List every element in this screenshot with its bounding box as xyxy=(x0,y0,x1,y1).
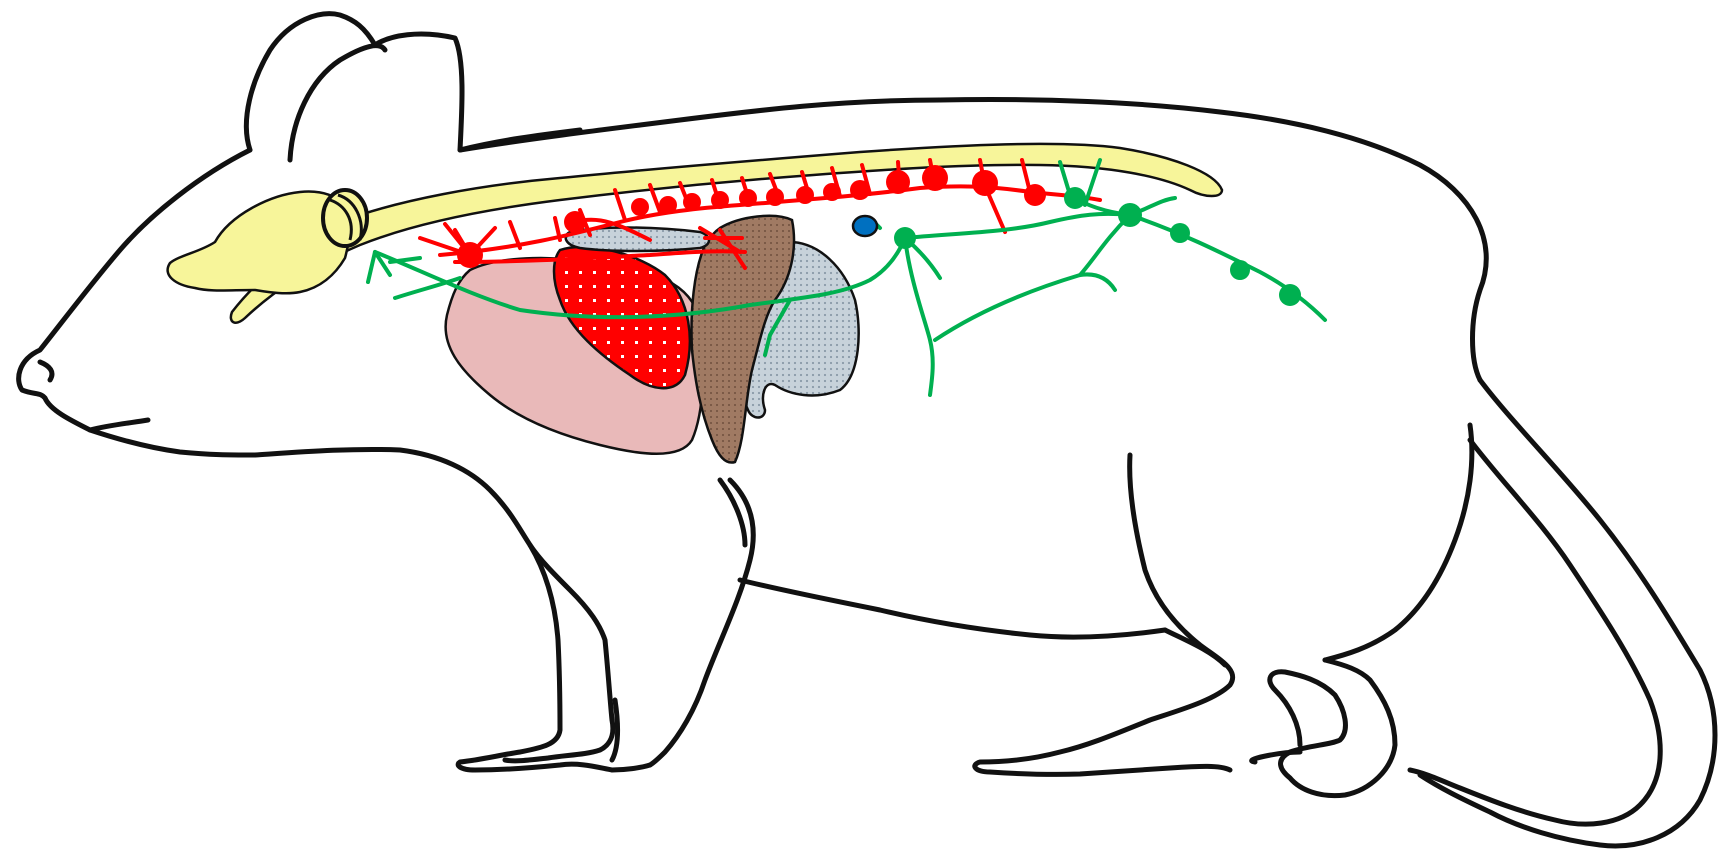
brain xyxy=(168,192,350,294)
cerebellum xyxy=(323,190,367,246)
body-outline xyxy=(19,14,1715,846)
small-blue-organ xyxy=(853,216,877,236)
